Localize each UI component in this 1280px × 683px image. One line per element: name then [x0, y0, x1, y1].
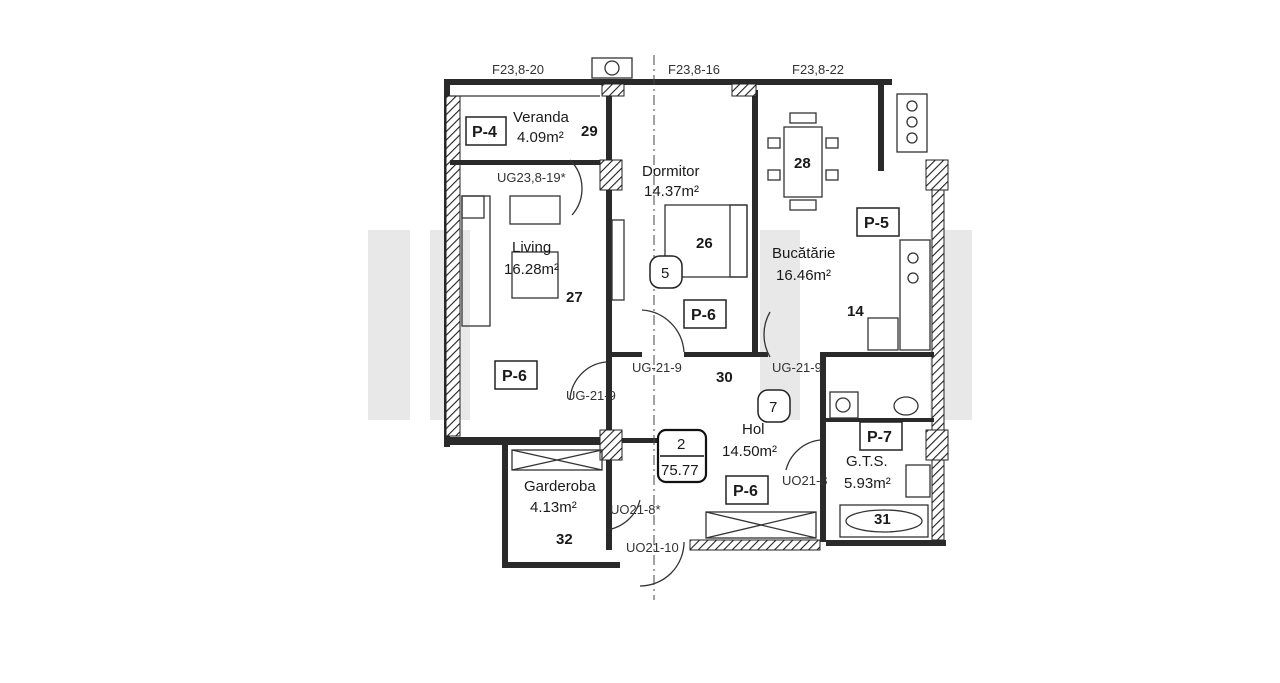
room-name-veranda: Veranda	[513, 109, 570, 126]
walls	[444, 79, 949, 568]
panel-tag-p6-living: P-6	[494, 360, 538, 390]
panel-tag-p4-label: P-4	[472, 124, 497, 141]
room-number-hol: 30	[716, 369, 733, 386]
facade-code-right: F23,8-22	[792, 62, 844, 77]
doors	[569, 159, 821, 587]
room-area-gts: 5.93m²	[844, 475, 891, 492]
room-area-hol: 14.50m²	[722, 443, 777, 460]
door-code-entry: UO21-10	[626, 540, 679, 555]
panel-tag-p7: P-7	[859, 421, 903, 451]
kitchen-sink-number: 14	[847, 303, 864, 320]
panel-tag-p6-bedroom: P-6	[683, 299, 727, 329]
apartment-badge: 2 75.77	[656, 428, 708, 484]
door-code-wardrobe: UO21-8*	[610, 502, 661, 517]
marker-5: 5	[649, 255, 683, 289]
room-name-bucatarie: Bucătărie	[772, 245, 835, 262]
room-number-gts: 31	[874, 511, 891, 528]
apartment-area: 75.77	[661, 462, 699, 479]
room-name-dormitor: Dormitor	[642, 163, 700, 180]
room-area-dormitor: 14.37m²	[644, 183, 699, 200]
panel-tag-p5: P-5	[856, 207, 900, 237]
panel-tag-p5-label: P-5	[864, 215, 889, 232]
panel-tag-p6-hall-label: P-6	[733, 483, 758, 500]
room-area-living: 16.28m²	[504, 261, 559, 278]
door-code-bedroom: UG-21-9	[632, 360, 682, 375]
room-number-living: 27	[566, 289, 583, 306]
room-area-garderoba: 4.13m²	[530, 499, 577, 516]
room-name-gts: G.T.S.	[846, 453, 888, 470]
room-number-veranda: 29	[581, 123, 598, 140]
panel-tag-p4: P-4	[465, 116, 507, 146]
panel-tag-p6-bedroom-label: P-6	[691, 307, 716, 324]
room-area-veranda: 4.09m²	[517, 129, 564, 146]
panel-tag-p6-living-label: P-6	[502, 368, 527, 385]
room-name-living: Living	[512, 239, 551, 256]
door-code-kitchen: UG-21-9	[772, 360, 822, 375]
room-name-hol: Hol	[742, 421, 765, 438]
facade-code-middle: F23,8-16	[668, 62, 720, 77]
marker-7-label: 7	[769, 399, 777, 416]
room-number-dormitor: 26	[696, 235, 713, 252]
panel-tag-p7-label: P-7	[867, 429, 892, 446]
door-code-bath: UO21-8	[782, 473, 828, 488]
marker-7: 7	[757, 389, 791, 423]
panel-tag-p6-hall: P-6	[725, 475, 769, 505]
room-name-garderoba: Garderoba	[524, 478, 596, 495]
door-code-living: UG-21-9	[566, 388, 616, 403]
room-area-bucatarie: 16.46m²	[776, 267, 831, 284]
marker-5-label: 5	[661, 265, 669, 282]
facade-code-left: F23,8-20	[492, 62, 544, 77]
door-code-veranda: UG23,8-19*	[497, 170, 566, 185]
apartment-number: 2	[677, 436, 685, 453]
furniture	[461, 55, 931, 600]
room-number-bucatarie: 28	[794, 155, 811, 172]
room-number-garderoba: 32	[556, 531, 573, 548]
